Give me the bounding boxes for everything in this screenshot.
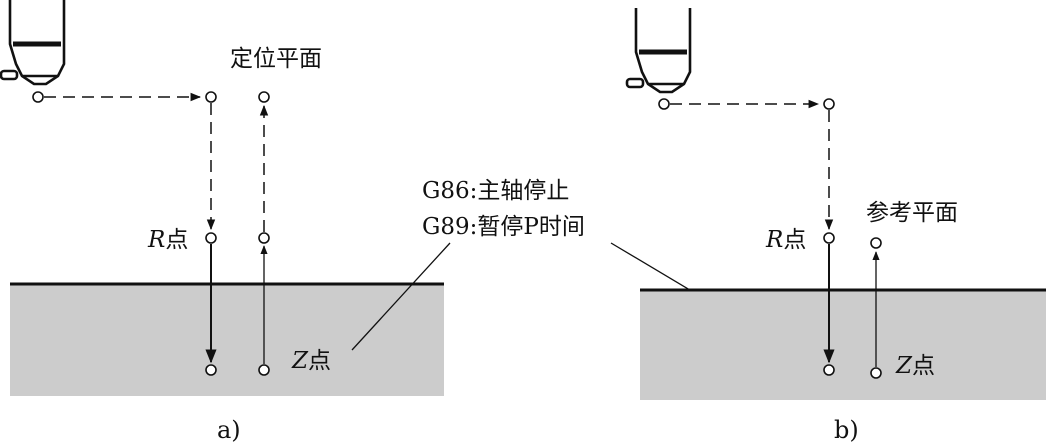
position-point-b [823, 98, 835, 110]
workpiece-b [640, 290, 1046, 400]
caption-a: a) [217, 416, 241, 443]
panel-b: 参考平面 R点 Z点 b) [625, 8, 1046, 443]
positioning-plane-label: 定位平面 [230, 46, 322, 72]
r-point-b [823, 232, 835, 244]
z-point-label-a: Z点 [291, 348, 331, 374]
z-return-point-b [870, 367, 882, 379]
r-point-label-a: R点 [147, 227, 188, 253]
z-point-a [205, 364, 217, 376]
tool-a-icon [0, 0, 66, 86]
caption-b: b) [834, 416, 859, 443]
leader-line-a [351, 242, 451, 351]
r-return-point-a [258, 232, 270, 244]
plane-return-point-a [258, 91, 270, 103]
z-point-b [823, 364, 835, 376]
r-return-point-b [870, 237, 882, 249]
r-point-a [205, 232, 217, 244]
r-point-label-b: R点 [765, 227, 806, 253]
z-return-point-a [258, 364, 270, 376]
panel-a: 定位平面 R点 Z点 a) [0, 0, 444, 443]
g89-note: G89:暂停P时间 [422, 214, 585, 240]
position-point-a [205, 91, 217, 103]
tool-b-icon [625, 8, 692, 94]
workpiece-a [10, 284, 444, 396]
reference-plane-label: 参考平面 [866, 200, 958, 226]
tool-tip-point-b [658, 98, 670, 110]
tool-tip-point-a [32, 91, 44, 103]
z-point-label-b: Z点 [895, 353, 935, 379]
g86-note: G86:主轴停止 [422, 178, 569, 204]
